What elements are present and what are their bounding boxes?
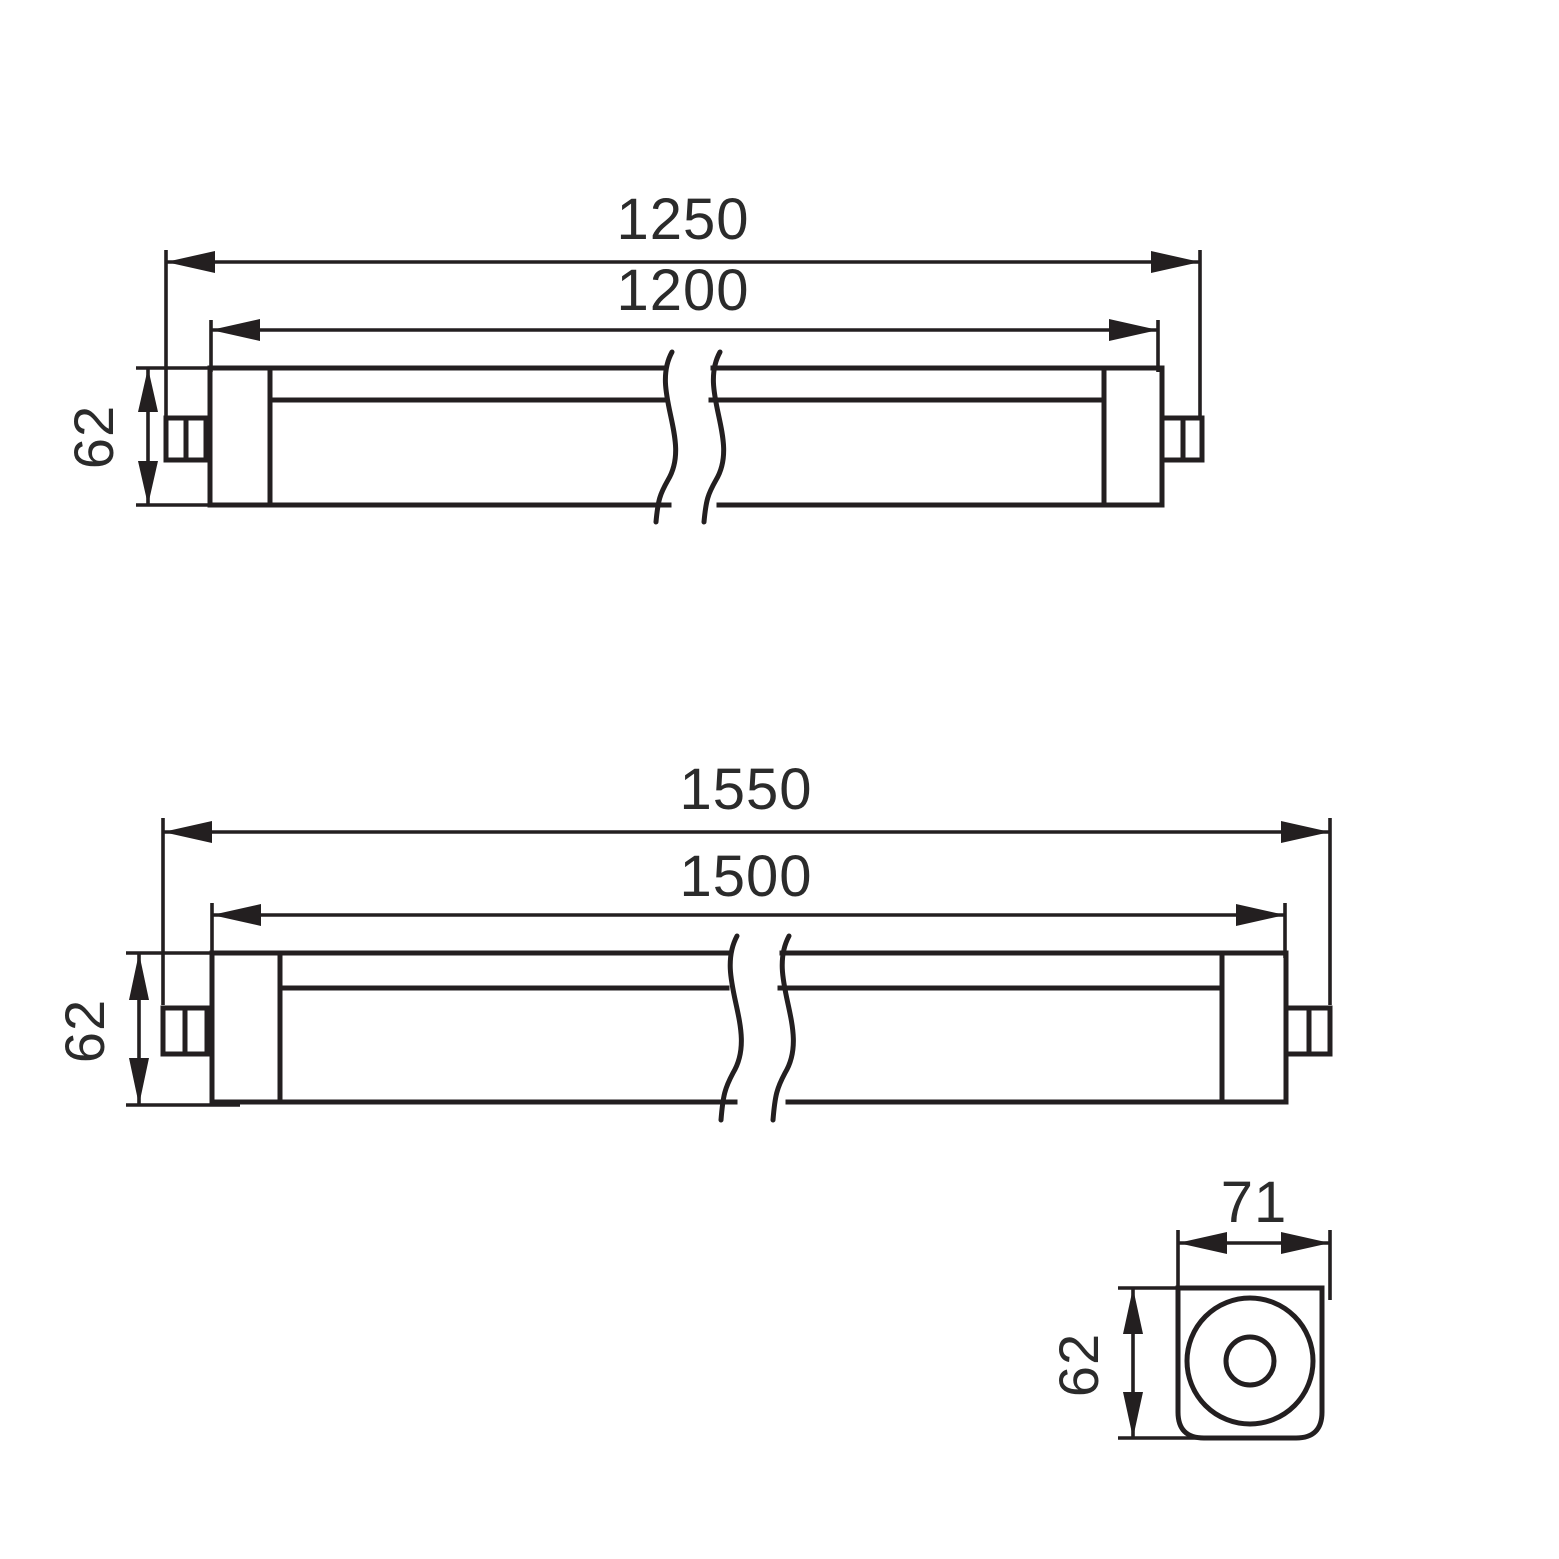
bottom-overall-dimension-label: 1550 bbox=[679, 757, 812, 822]
bottom-body-right-arrowhead bbox=[1236, 904, 1285, 926]
top-body-left-arrowhead bbox=[211, 319, 260, 341]
top-left-end-cap bbox=[207, 365, 273, 508]
bottom-break-curve-left bbox=[718, 933, 744, 1123]
section-width-right-arrowhead bbox=[1281, 1232, 1330, 1254]
section-outer-circle bbox=[1184, 1295, 1316, 1427]
top-break-curve-right bbox=[701, 349, 727, 525]
bottom-body-left-arrowhead bbox=[212, 904, 261, 926]
top-overall-left-arrowhead bbox=[166, 251, 215, 273]
bottom-overall-right-arrowhead bbox=[1281, 821, 1330, 843]
section-width-dimension-label: 71 bbox=[1221, 1170, 1288, 1235]
top-height-top-arrowhead bbox=[138, 368, 158, 412]
section-height-dimension-label: 62 bbox=[1047, 1333, 1110, 1397]
section-housing-profile bbox=[1175, 1285, 1325, 1441]
top-overall-right-arrowhead bbox=[1151, 251, 1200, 273]
bottom-height-top-arrowhead bbox=[129, 953, 149, 1000]
view-bottom-elevation: 1550 1500 62 bbox=[53, 757, 1333, 1123]
section-height-bottom-arrowhead bbox=[1123, 1392, 1143, 1438]
top-body-right-arrowhead bbox=[1109, 319, 1158, 341]
top-overall-dimension-label: 1250 bbox=[616, 187, 749, 252]
bottom-overall-left-arrowhead bbox=[163, 821, 212, 843]
top-break-curve-left bbox=[653, 349, 679, 525]
section-width-left-arrowhead bbox=[1178, 1232, 1227, 1254]
section-inner-circle bbox=[1223, 1334, 1277, 1388]
bottom-body-dimension-label: 1500 bbox=[679, 844, 812, 909]
top-body-dimension-label: 1200 bbox=[616, 258, 749, 323]
bottom-height-dimension-label: 62 bbox=[53, 999, 116, 1063]
view-top-elevation: 1250 1200 62 bbox=[62, 187, 1205, 525]
top-height-bottom-arrowhead bbox=[138, 461, 158, 505]
top-height-dimension-label: 62 bbox=[62, 405, 125, 469]
bottom-height-bottom-arrowhead bbox=[129, 1058, 149, 1105]
view-cross-section: 71 62 bbox=[1047, 1170, 1332, 1441]
bottom-break-curve-right bbox=[770, 933, 796, 1123]
bottom-left-end-cap bbox=[209, 950, 283, 1105]
section-height-top-arrowhead bbox=[1123, 1288, 1143, 1334]
